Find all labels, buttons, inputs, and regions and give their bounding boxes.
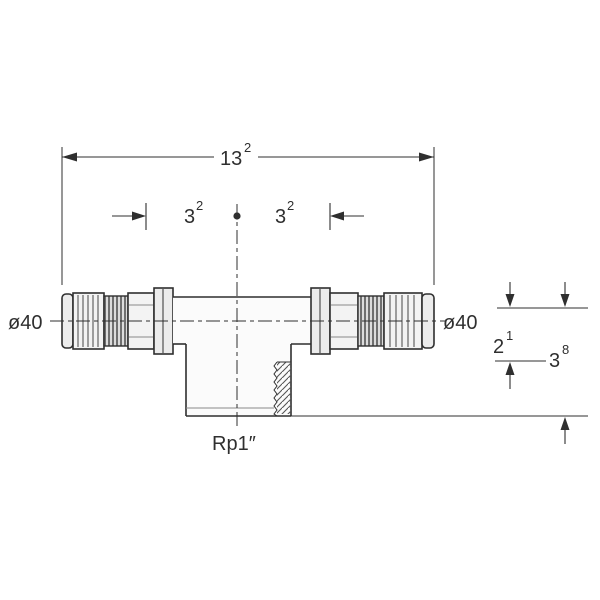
branch-depth-value: 3 [549, 350, 560, 372]
dim-arrow-right-icon [419, 152, 434, 162]
center-to-right-value: 3 [275, 206, 286, 228]
label-diameter-right: ø40 [443, 312, 477, 334]
center-to-left-value: 3 [184, 206, 195, 228]
thread-profile-zigzag [273, 361, 278, 417]
overall-length-superscript: 2 [244, 140, 251, 155]
right-press-end [310, 287, 435, 355]
dim-overall-length: 13 2 [61, 140, 435, 285]
up-arrow-1-icon [505, 362, 515, 375]
label-diameter-left: ø40 [8, 312, 42, 334]
up-arrow-2-icon [560, 417, 570, 430]
branch-fill [186, 344, 291, 416]
axis-offset-value: 2 [493, 336, 504, 358]
dim-branch-depth: 3 8 [291, 342, 588, 444]
overall-length-value: 13 [220, 148, 242, 170]
down-arrow-1-icon [505, 294, 515, 307]
dim-center-offsets: 3 2 3 2 [112, 198, 364, 230]
center-to-left-superscript: 2 [196, 198, 203, 213]
branch-depth-superscript: 8 [562, 342, 569, 357]
dim-arrow-left-icon [62, 152, 77, 162]
pipe-fitting [61, 287, 435, 417]
dim-axis-offset: 2 1 [493, 282, 588, 389]
label-branch-thread: Rp1″ [212, 433, 256, 455]
center-to-right-superscript: 2 [287, 198, 294, 213]
offset-arrow-left-icon [132, 211, 146, 221]
branch-socket [185, 344, 292, 417]
down-arrow-2-icon [560, 294, 570, 307]
axis-offset-superscript: 1 [506, 328, 513, 343]
thread-section-hatch [277, 362, 291, 414]
offset-arrow-right-icon [330, 211, 344, 221]
